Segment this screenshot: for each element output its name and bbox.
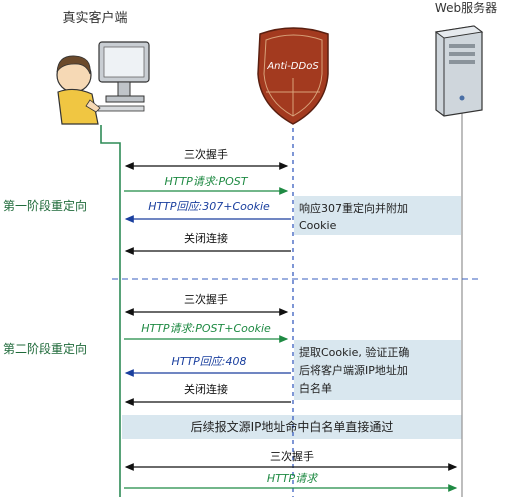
anti-ddos-label: Anti-DDoS (266, 61, 319, 72)
msg-p1-close-label: 关闭连接 (184, 231, 228, 245)
msg-p3-request-label: HTTP请求 (267, 472, 319, 485)
client-user-icon (56, 41, 150, 125)
client-lifeline (100, 125, 121, 497)
web-server-icon (434, 25, 484, 117)
msg-p3-handshake-label: 三次握手 (270, 449, 314, 463)
note1-line1: 响应307重定向并附加 (299, 201, 408, 215)
msg-p1-handshake-label: 三次握手 (184, 147, 228, 161)
server-label: Web服务器 (435, 0, 497, 15)
msg-p2-close-label: 关闭连接 (184, 382, 228, 396)
msg-p1-response-label: HTTP回应:307+Cookie (148, 200, 270, 213)
note2-line3: 白名单 (299, 381, 332, 395)
client-label: 真实客户端 (62, 10, 127, 26)
phase2-label: 第二阶段重定向 (3, 341, 87, 356)
msg-p2-request-label: HTTP请求:POST+Cookie (141, 322, 271, 335)
note-box-phase2 (294, 340, 461, 400)
phase1-label: 第一阶段重定向 (3, 198, 87, 213)
msg-p2-response-label: HTTP回应:408 (171, 355, 246, 368)
note1-line2: Cookie (299, 219, 337, 232)
whitelist-banner-text: 后续报文源IP地址命中白名单直接通过 (191, 419, 394, 434)
msg-p1-request-label: HTTP请求:POST (164, 175, 248, 188)
note2-line2: 后将客户端源IP地址加 (299, 363, 408, 377)
whitelist-banner (122, 415, 462, 439)
anti-ddos-shield-icon (257, 27, 329, 125)
note2-line1: 提取Cookie, 验证正确 (299, 345, 409, 359)
note-box-phase1 (294, 196, 461, 235)
msg-p2-handshake-label: 三次握手 (184, 292, 228, 306)
